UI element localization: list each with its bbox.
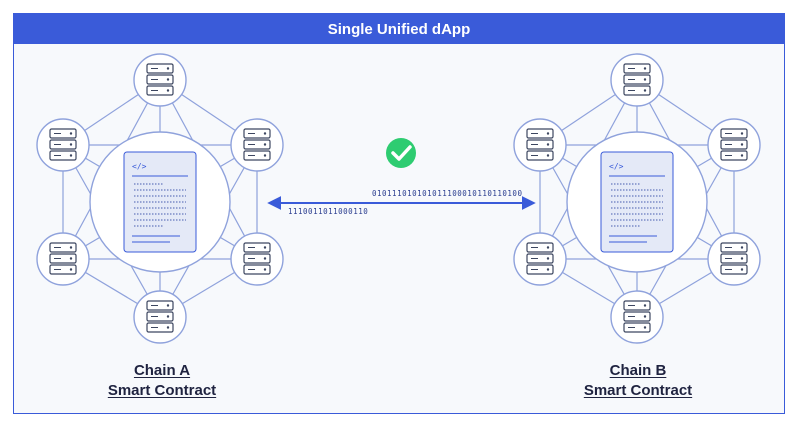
chain-a-contract: Smart Contract [107, 382, 217, 399]
server-icon [243, 242, 271, 275]
chain-a-node [230, 232, 284, 286]
chain-a-name: Chain A [133, 362, 191, 379]
chain-a-node [230, 118, 284, 172]
server-icon [526, 242, 554, 275]
bits-bottom: 1110011011000110 [288, 207, 368, 216]
chain-b-node [707, 232, 761, 286]
chain-b-node [707, 118, 761, 172]
chain-b-node [610, 53, 664, 107]
chain-a-label: Chain A Smart Contract [62, 361, 262, 401]
bits-top: 010111010101011100010110110100 [372, 189, 522, 198]
check-circle-icon [386, 138, 416, 168]
server-icon [49, 242, 77, 275]
chain-a-node [133, 290, 187, 344]
server-icon [243, 128, 271, 161]
page-title: Single Unified dApp [14, 14, 784, 44]
server-icon [526, 128, 554, 161]
chain-b-network: </> [513, 53, 761, 344]
chain-b-contract-document-icon: </> [600, 151, 674, 253]
server-icon [146, 63, 174, 96]
server-icon [720, 128, 748, 161]
chain-b-node [513, 118, 567, 172]
server-icon [623, 300, 651, 333]
chain-a-node [133, 53, 187, 107]
chain-a-node [36, 118, 90, 172]
chain-a-network: </> [36, 53, 284, 344]
server-icon [146, 300, 174, 333]
chain-a-node [36, 232, 90, 286]
chain-a-code-icon: </> [132, 162, 147, 171]
chain-b-label: Chain B Smart Contract [538, 361, 738, 401]
server-icon [623, 63, 651, 96]
chain-b-contract: Smart Contract [583, 382, 693, 399]
chain-b-code-icon: </> [609, 162, 624, 171]
server-icon [720, 242, 748, 275]
chain-a-contract-document-icon: </> [123, 151, 197, 253]
chain-b-node [513, 232, 567, 286]
server-icon [49, 128, 77, 161]
chain-b-name: Chain B [609, 362, 667, 379]
chain-b-node [610, 290, 664, 344]
